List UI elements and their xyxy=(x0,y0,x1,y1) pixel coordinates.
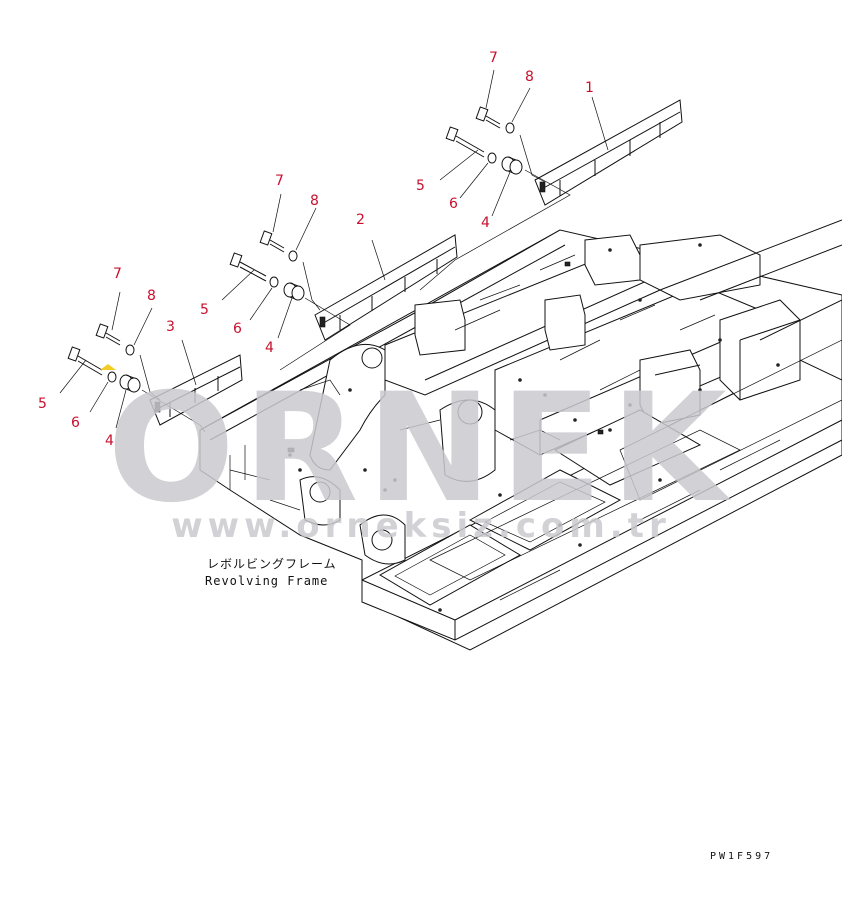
callout-1: 1 xyxy=(585,80,594,96)
watermark: ORNEK www.orneksiz.com.tr xyxy=(100,362,734,546)
callout-6: 6 xyxy=(449,196,458,212)
watermark-brand: ORNEK xyxy=(107,362,734,536)
callout-6: 6 xyxy=(233,321,242,337)
spacer-4-c xyxy=(119,374,141,393)
bolt-5-b xyxy=(229,252,267,282)
callout-8: 8 xyxy=(147,288,156,304)
cover-plate-2 xyxy=(314,234,458,341)
fastener-set-3 xyxy=(67,323,206,433)
bolt-7-c xyxy=(95,323,121,346)
washer-6-c xyxy=(107,371,117,383)
fastener-set-1 xyxy=(419,106,571,291)
leader-lines xyxy=(59,69,609,429)
washer-6-b xyxy=(269,276,279,288)
callout-5: 5 xyxy=(200,302,209,318)
revolving-frame-drawing xyxy=(199,219,842,651)
callout-8: 8 xyxy=(310,193,319,209)
cover-plate-1 xyxy=(534,99,683,206)
caption-english: Revolving Frame xyxy=(205,574,328,588)
callout-8: 8 xyxy=(525,69,534,85)
callout-7: 7 xyxy=(489,50,498,66)
bolt-7-a xyxy=(475,106,501,129)
washer-8-b xyxy=(288,250,298,262)
callout-4: 4 xyxy=(105,433,114,449)
callout-5: 5 xyxy=(38,396,47,412)
watermark-accent-icon xyxy=(100,364,116,370)
washer-8-a xyxy=(505,122,515,134)
callout-5: 5 xyxy=(416,178,425,194)
callout-7: 7 xyxy=(275,173,284,189)
bolt-5-c xyxy=(67,346,103,376)
bolt-7-b xyxy=(259,230,285,253)
caption-japanese: レボルビングフレーム xyxy=(207,557,337,571)
callout-4: 4 xyxy=(265,340,274,356)
drawing-code: PW1F597 xyxy=(710,851,773,862)
callout-7: 7 xyxy=(113,266,122,282)
callout-2: 2 xyxy=(356,212,365,228)
watermark-url: www.orneksiz.com.tr xyxy=(171,506,670,546)
callout-labels: 1 7 8 5 6 4 2 7 8 5 6 4 3 7 8 5 6 4 xyxy=(38,50,594,449)
callout-6: 6 xyxy=(71,415,80,431)
spacer-4-a xyxy=(501,156,523,175)
callout-3: 3 xyxy=(166,319,175,335)
callout-4: 4 xyxy=(481,215,490,231)
cover-plate-3 xyxy=(149,354,243,426)
bolt-5-a xyxy=(445,126,485,158)
fastener-set-2 xyxy=(229,230,351,371)
washer-6-a xyxy=(487,152,497,164)
spacer-4-b xyxy=(283,282,305,301)
washer-8-c xyxy=(125,344,135,356)
